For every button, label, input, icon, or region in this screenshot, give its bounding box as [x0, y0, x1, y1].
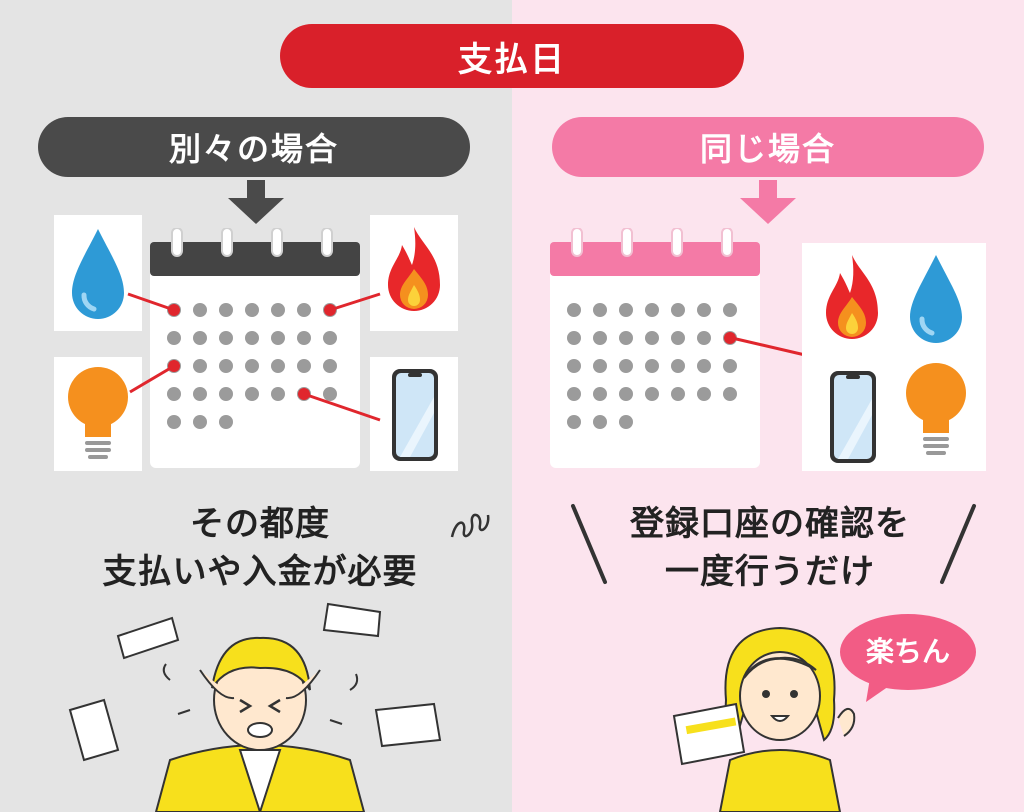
fire-icon — [826, 255, 878, 339]
same-case-message: 登録口座の確認を 一度行うだけ — [600, 500, 940, 596]
separate-case-label: 別々の場合 — [38, 117, 470, 177]
water-drop-icon — [910, 255, 962, 343]
message-line: その都度 — [190, 504, 330, 544]
water-drop-icon — [72, 229, 124, 319]
smartphone-icon — [830, 371, 876, 463]
stressed-person-illustration — [68, 602, 442, 812]
light-bulb-icon — [68, 367, 128, 459]
calendar-icon — [150, 228, 360, 468]
stress-squiggle-icon — [450, 513, 490, 538]
water-card — [54, 215, 142, 331]
speech-bubble — [840, 614, 976, 702]
light-bulb-icon — [906, 363, 966, 455]
fire-card — [370, 215, 458, 331]
down-arrow-icon — [228, 180, 284, 224]
utilities-icons — [826, 255, 966, 463]
fire-icon — [388, 227, 440, 311]
connector-lines — [127, 292, 381, 422]
calendar-icon — [550, 228, 760, 468]
phone-card — [370, 357, 458, 471]
message-line: 登録口座の確認を — [630, 504, 910, 544]
message-line: 一度行うだけ — [665, 552, 875, 592]
page-title: 支払日 — [280, 24, 744, 88]
utilities-card — [802, 243, 986, 471]
bulb-card — [54, 357, 142, 471]
easy-bubble-label: 楽ちん — [865, 635, 950, 668]
same-case-label: 同じ場合 — [552, 117, 984, 177]
smartphone-icon — [392, 369, 438, 461]
emphasis-line-icon — [571, 504, 607, 584]
separate-case-message: その都度 支払いや入金が必要 — [40, 500, 480, 596]
emphasis-line-icon — [940, 504, 976, 584]
message-line: 支払いや入金が必要 — [102, 552, 418, 592]
down-arrow-icon — [740, 180, 796, 224]
relaxed-person-illustration — [672, 626, 856, 812]
